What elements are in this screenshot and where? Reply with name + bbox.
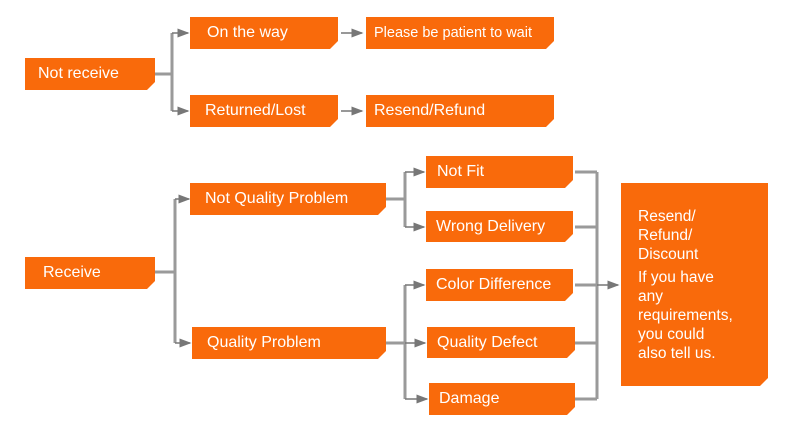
node-please-wait: Please be patient to wait	[366, 17, 554, 49]
node-not-receive: Not receive	[25, 58, 155, 90]
node-result: Resend/ Refund/ Discount If you have any…	[621, 183, 768, 386]
connector-bracket	[575, 170, 599, 401]
node-wrong-delivery: Wrong Delivery	[426, 211, 573, 242]
node-damage: Damage	[429, 383, 575, 415]
node-resend-refund: Resend/Refund	[366, 95, 554, 127]
connector-receive	[155, 199, 177, 343]
node-returned-lost: Returned/Lost	[190, 95, 338, 127]
result-options: Resend/ Refund/ Discount	[638, 208, 699, 263]
result-note: If you have any requirements, you could …	[638, 269, 733, 362]
node-not-fit: Not Fit	[426, 156, 573, 188]
connector-not-receive	[155, 33, 174, 111]
node-not-quality-problem: Not Quality Problem	[190, 183, 386, 215]
node-on-the-way: On the way	[190, 17, 338, 49]
node-receive: Receive	[25, 257, 155, 289]
node-quality-defect: Quality Defect	[427, 327, 575, 358]
connector-nqp	[386, 172, 407, 227]
node-quality-problem: Quality Problem	[192, 327, 386, 359]
connector-qp	[386, 285, 407, 399]
node-color-difference: Color Difference	[426, 269, 573, 301]
